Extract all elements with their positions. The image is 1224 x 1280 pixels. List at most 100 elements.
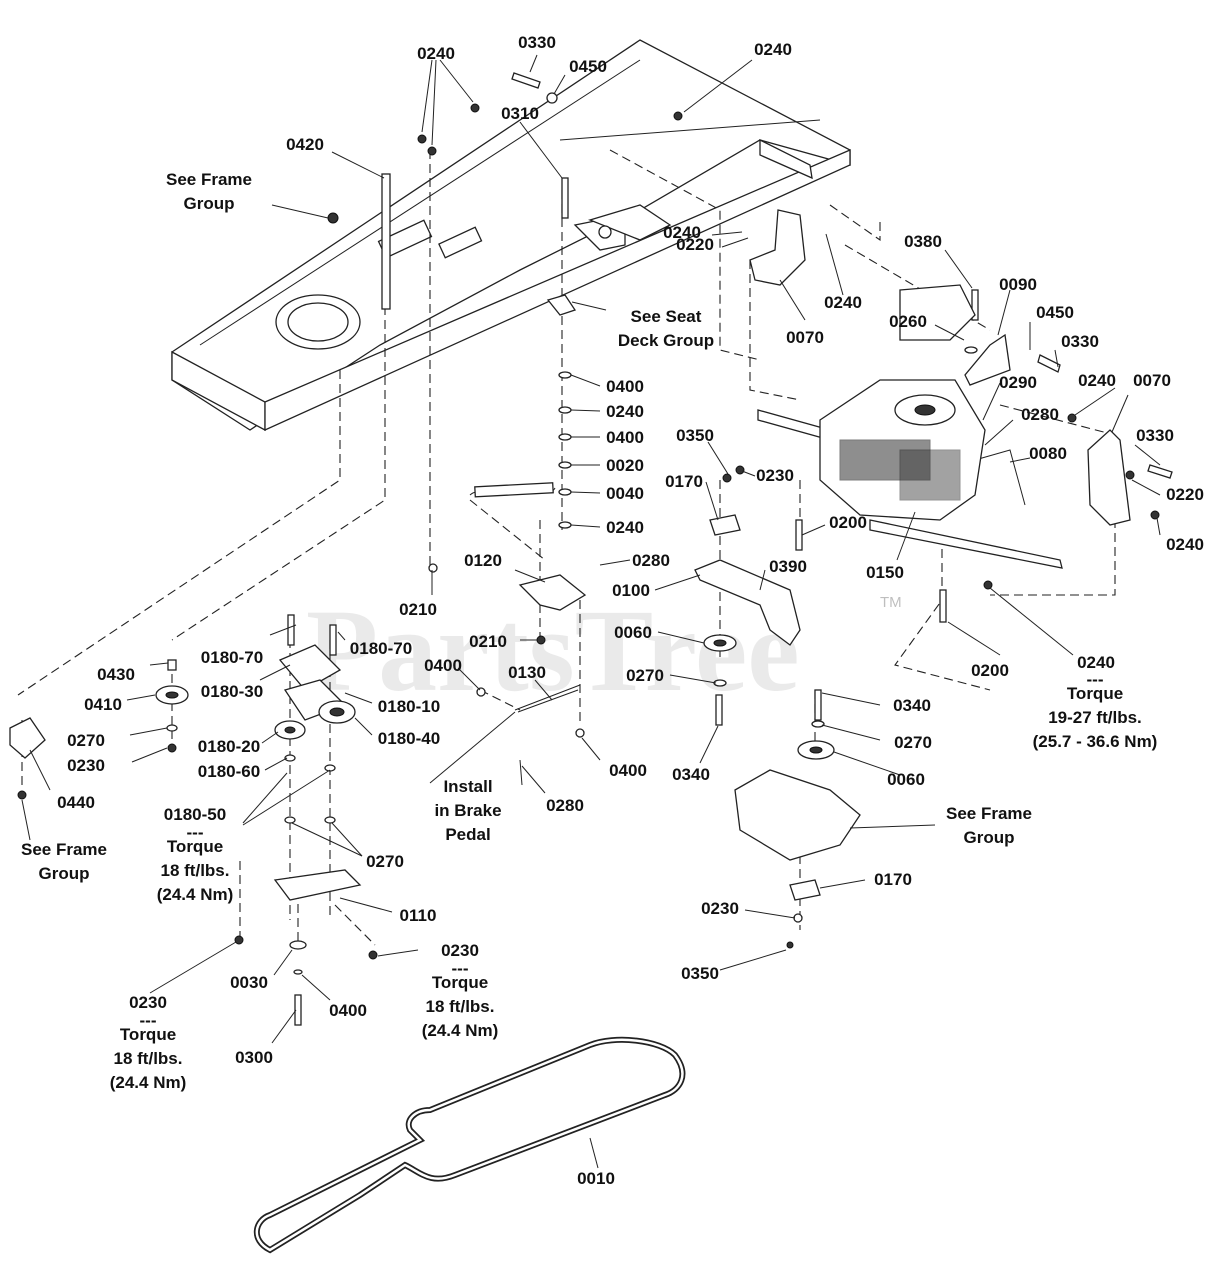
leader-lines [21, 54, 1161, 1169]
part-label-0350: 0350 [676, 426, 714, 445]
part-label-0240: 0240 [1078, 371, 1116, 390]
part-label-0180-50: 0180-50 [164, 805, 226, 824]
part-label-0170: 0170 [665, 472, 703, 491]
part-label-0280: 0280 [632, 551, 670, 570]
part-label-0400: 0400 [606, 377, 644, 396]
part-label-0180-60: 0180-60 [198, 762, 260, 781]
part-label-0180-40: 0180-40 [378, 729, 440, 748]
part-label-0420: 0420 [286, 135, 324, 154]
part-label-0400: 0400 [424, 656, 462, 675]
part-label-0200: 0200 [971, 661, 1009, 680]
part-label-0290: 0290 [999, 373, 1037, 392]
part-label-0280: 0280 [546, 796, 584, 815]
part-label-0270: 0270 [67, 731, 105, 750]
hardware-parts [9, 72, 1173, 1026]
part-label-0240: 0240 [417, 44, 455, 63]
note-line: Torque [167, 837, 223, 856]
part-label-0230: 0230 [67, 756, 105, 775]
part-label-0340: 0340 [893, 696, 931, 715]
part-label-0300: 0300 [235, 1048, 273, 1067]
note-line: Torque [432, 973, 488, 992]
note-line: See Frame [166, 170, 252, 189]
part-label-0240: 0240 [663, 223, 701, 242]
note-line: --- [1087, 670, 1104, 689]
note-line: --- [452, 959, 469, 978]
part-label-0230: 0230 [756, 466, 794, 485]
part-label-0080: 0080 [1029, 444, 1067, 463]
part-label-0330: 0330 [518, 33, 556, 52]
part-label-0330: 0330 [1061, 332, 1099, 351]
part-label-0310: 0310 [501, 104, 539, 123]
part-label-0240: 0240 [824, 293, 862, 312]
part-label-0220: 0220 [1166, 485, 1204, 504]
part-label-0400: 0400 [606, 428, 644, 447]
part-label-0090: 0090 [999, 275, 1037, 294]
part-label-0070: 0070 [786, 328, 824, 347]
part-label-0180-70: 0180-70 [201, 648, 263, 667]
note-line: Pedal [445, 825, 490, 844]
transaxle-illustration [757, 284, 1063, 569]
note-torque-0230-left: ---Torque 18 ft/lbs. (24.4 Nm) [110, 1011, 187, 1092]
part-label-0230: 0230 [701, 899, 739, 918]
part-label-0020: 0020 [606, 456, 644, 475]
part-label-0060: 0060 [887, 770, 925, 789]
part-label-0040: 0040 [606, 484, 644, 503]
part-label-0220: 0220 [676, 235, 714, 254]
note-line: (25.7 - 36.6 Nm) [1033, 732, 1158, 751]
part-label-0060: 0060 [614, 623, 652, 642]
note-line: Torque [120, 1025, 176, 1044]
note-line: in Brake [434, 801, 501, 820]
part-label-0350: 0350 [681, 964, 719, 983]
part-label-0280: 0280 [1021, 405, 1059, 424]
part-label-0240: 0240 [1166, 535, 1204, 554]
part-label-0030: 0030 [230, 973, 268, 992]
part-label-0230: 0230 [441, 941, 479, 960]
frame-illustration [171, 39, 851, 432]
drive-belt-illustration [253, 1036, 686, 1254]
note-line: Deck Group [618, 331, 714, 350]
part-labels: 0240033004500240042003100240022002400070… [57, 33, 1204, 1188]
part-label-0110: 0110 [400, 906, 437, 925]
note-line: 18 ft/lbs. [161, 861, 230, 880]
note-line: Group [964, 828, 1015, 847]
note-line: Install [443, 777, 492, 796]
part-label-0400: 0400 [609, 761, 647, 780]
part-label-0450: 0450 [1036, 303, 1074, 322]
part-label-0270: 0270 [626, 666, 664, 685]
part-label-0100: 0100 [612, 581, 650, 600]
part-label-0070: 0070 [1133, 371, 1171, 390]
part-label-0330: 0330 [1136, 426, 1174, 445]
part-label-0010: 0010 [577, 1169, 615, 1188]
part-label-0180-20: 0180-20 [198, 737, 260, 756]
watermark-trademark: TM [880, 594, 902, 611]
part-label-0230: 0230 [129, 993, 167, 1012]
note-line: See Frame [21, 840, 107, 859]
part-label-0450: 0450 [569, 57, 607, 76]
part-label-0170: 0170 [874, 870, 912, 889]
part-label-0390: 0390 [769, 557, 807, 576]
part-label-0400: 0400 [329, 1001, 367, 1020]
part-label-0210: 0210 [469, 632, 507, 651]
note-line: (24.4 Nm) [157, 885, 234, 904]
note-line: Group [39, 864, 90, 883]
part-label-0240: 0240 [606, 518, 644, 537]
part-label-0440: 0440 [57, 793, 95, 812]
note-line: 18 ft/lbs. [426, 997, 495, 1016]
note-line: --- [140, 1011, 157, 1030]
part-label-0380: 0380 [904, 232, 942, 251]
part-label-0150: 0150 [866, 563, 904, 582]
part-label-0240: 0240 [1077, 653, 1115, 672]
note-line: 18 ft/lbs. [114, 1049, 183, 1068]
note-line: (24.4 Nm) [110, 1073, 187, 1092]
part-label-0180-30: 0180-30 [201, 682, 263, 701]
note-line: See Seat [631, 307, 702, 326]
